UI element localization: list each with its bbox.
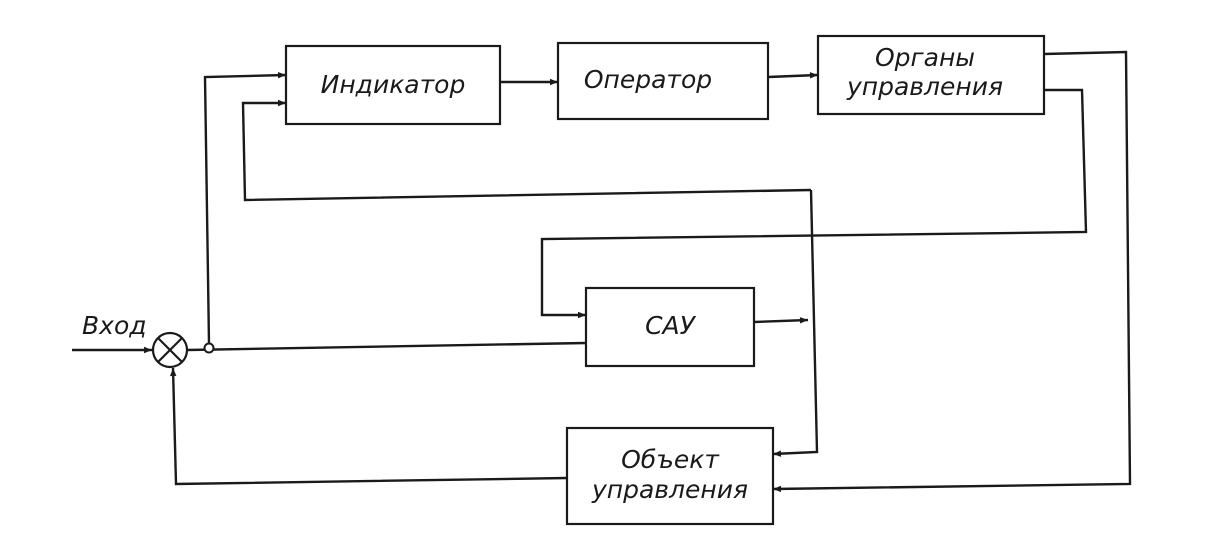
branch-to-indicator-arrow bbox=[203, 71, 287, 345]
sau-label: САУ bbox=[645, 311, 697, 340]
feedback-to-indicator-arrow bbox=[241, 99, 812, 202]
object-block: Объект управления bbox=[565, 426, 775, 526]
operator-to-controls-arrow bbox=[767, 72, 819, 79]
sau-to-object-arrow bbox=[753, 317, 809, 324]
indicator-block: Индикатор bbox=[284, 44, 502, 126]
operator-label: Оператор bbox=[584, 65, 712, 94]
feedback-to-object-arrow bbox=[772, 189, 819, 457]
object-label-line2: управления bbox=[591, 475, 748, 504]
controls-to-sau-arrow bbox=[540, 88, 1088, 319]
sau-block: САУ bbox=[584, 286, 756, 368]
indicator-label: Индикатор bbox=[321, 70, 466, 99]
object-feedback-arrow bbox=[170, 367, 568, 486]
summing-junction bbox=[151, 331, 189, 369]
controls-label-line1: Органы bbox=[875, 43, 975, 72]
controls-to-object-arrow bbox=[772, 50, 1132, 493]
controls-label-line2: управления bbox=[846, 72, 1003, 101]
operator-block: Оператор bbox=[556, 41, 770, 121]
branch-point bbox=[203, 342, 215, 354]
input-label: Bход bbox=[82, 311, 147, 340]
junction-to-sau-wire bbox=[186, 341, 587, 352]
controls-block: Органы управления bbox=[816, 34, 1046, 116]
object-label-line1: Объект bbox=[621, 445, 720, 474]
